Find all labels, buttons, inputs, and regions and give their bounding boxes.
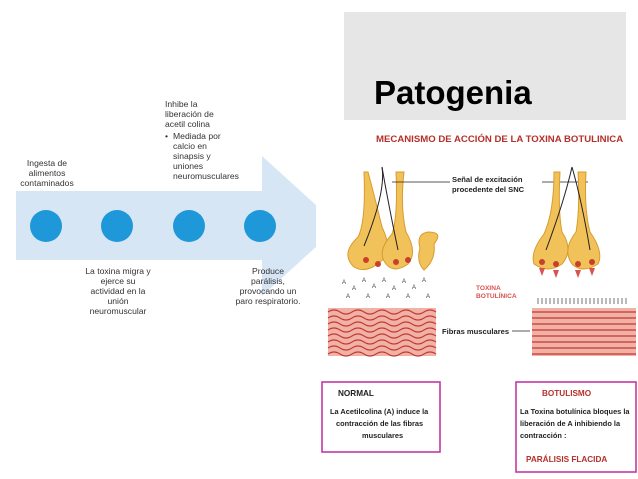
step-3-subtext: Mediada por calcio en sinapsis y uniones… [173,131,239,181]
svg-text:A: A [386,294,390,300]
svg-text:A: A [382,278,386,284]
figure-title: MECANISMO DE ACCIÓN DE LA TOXINA BOTULIN… [376,133,623,145]
svg-text:A: A [426,294,430,300]
signal-label-1: Señal de excitación [452,175,523,184]
bullet-marker: • [165,131,169,141]
botulismo-line-3: contracción : [520,431,566,440]
timeline-dot-1 [30,210,62,242]
normal-heading: NORMAL [338,389,374,398]
step-2-text: La toxina migra y ejerce su actividad en… [85,266,151,316]
botulismo-heading: BOTULISMO [542,389,592,398]
step-3-main: Inhibe la liberación de acetil colina [165,99,214,129]
svg-text:A: A [352,286,356,292]
step-4-text: Produce parálisis, provocando un paro re… [235,266,301,306]
svg-text:A: A [362,278,366,284]
botulism-neurons [532,166,601,278]
botulismo-box [515,381,637,473]
botulismo-line-4: PARÁLISIS FLACIDA [526,454,607,464]
svg-text:A: A [412,285,416,291]
botulismo-line-2: liberación de A inhibiendo la [520,419,621,428]
timeline-dot-4 [244,210,276,242]
botulismo-line-1: La Toxina botulínica bloques la [520,407,630,416]
svg-text:A: A [372,284,376,290]
step-3-bullet-item: • Mediada por calcio en sinapsis y union… [165,131,239,181]
muscle-label: Fibras musculares [442,327,509,336]
normal-line-1: La Acetilcolina (A) induce la [330,407,429,416]
botulinum-mechanism-figure: MECANISMO DE ACCIÓN DE LA TOXINA BOTULIN… [316,122,638,479]
timeline-dot-2 [101,210,133,242]
normal-line-2: contracción de las fibras [336,419,423,428]
normal-line-3: musculares [362,431,403,440]
svg-text:A: A [346,294,350,300]
step-1-text: Ingesta de alimentos contaminados [20,158,74,188]
svg-text:A: A [392,286,396,292]
signal-label-2: procedente del SNC [452,185,525,194]
svg-text:A: A [342,280,346,286]
receptor-line [537,298,627,304]
svg-text:A: A [406,294,410,300]
normal-neurons [347,166,439,271]
timeline-dot-3 [173,210,205,242]
normal-muscle [327,308,437,357]
botulism-muscle [532,308,636,356]
toxin-label-1: TOXINA [476,285,501,292]
normal-box [321,381,441,453]
step-3-text: Inhibe la liberación de acetil colina • … [165,99,239,181]
page-title: Patogenia [374,74,532,111]
svg-text:A: A [366,294,370,300]
toxin-label-2: BOTULÍNICA [476,291,517,300]
svg-text:A: A [402,279,406,285]
title-box [344,12,626,120]
svg-text:A: A [422,278,426,284]
